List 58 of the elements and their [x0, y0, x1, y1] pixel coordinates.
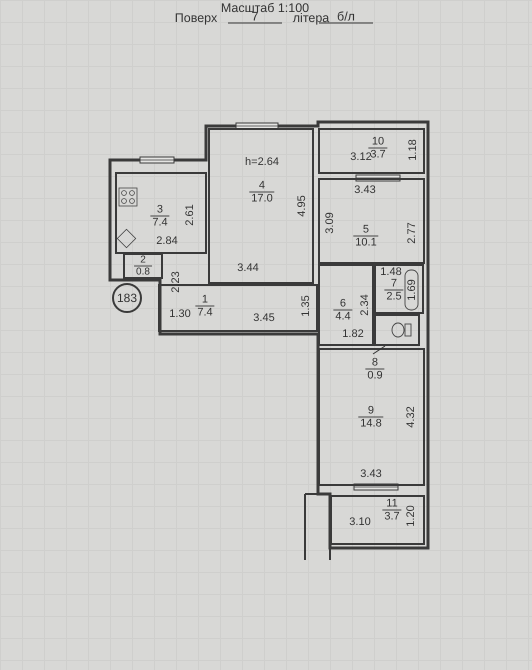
bathroom-outline: [374, 264, 424, 314]
room-number: 11: [386, 498, 398, 510]
room-number: 1: [202, 294, 208, 306]
dimension-label: 1.82: [342, 328, 364, 340]
room-number: 6: [340, 298, 346, 310]
room-area: 7.4: [195, 306, 215, 318]
room-number: 5: [362, 224, 370, 236]
leader-line: [372, 346, 386, 354]
ceiling-height: h=2.64: [245, 156, 279, 168]
dimension-label: 1.35: [300, 295, 312, 317]
dimension-label: 2.77: [406, 222, 418, 244]
room-number: 2: [140, 254, 146, 266]
field-label: літера: [292, 12, 330, 24]
dimension-label: 4.95: [296, 195, 308, 217]
dimension-label: 3.45: [253, 312, 275, 324]
room-area: 7.4: [150, 216, 170, 228]
room-area: 17.0: [249, 192, 275, 204]
room-number: 7: [390, 278, 398, 290]
room-outline: [318, 178, 425, 264]
dimension-label: 1.20: [405, 505, 417, 527]
dimension-label: 2.61: [184, 204, 196, 226]
room-outline: [318, 264, 374, 346]
room-outline: [115, 172, 207, 254]
room-area: 2.5: [384, 290, 404, 302]
balcony-room: [318, 128, 425, 174]
dimension-label: 3.09: [324, 212, 336, 234]
field-label: Поверх: [174, 12, 218, 24]
dimension-label: 1.48: [380, 266, 402, 278]
dimension-label: 3.10: [349, 516, 371, 528]
callout-circle: [112, 283, 142, 313]
room-area: 0.8: [134, 266, 152, 278]
dimension-label: 3.12: [350, 151, 372, 163]
room-number: 9: [368, 404, 374, 416]
room-area: 4.4: [333, 310, 353, 322]
room-number: 4: [258, 180, 266, 192]
field-value: 7: [228, 10, 282, 24]
dimension-label: 3.43: [360, 468, 382, 480]
dimension-label: 1.30: [169, 308, 191, 320]
room-number: 8: [372, 356, 378, 368]
room-area: 14.8: [358, 416, 384, 430]
dimension-label: 1.69: [406, 279, 418, 301]
callout-number: 183: [116, 291, 138, 305]
room-area: 0.9: [365, 368, 385, 382]
room-outline: [123, 253, 163, 279]
room-outline: [208, 128, 314, 284]
room-number: 10: [372, 136, 384, 148]
room-area: 3.7: [382, 510, 402, 522]
dimension-label: 2.84: [156, 235, 178, 247]
room-outline: [318, 348, 425, 486]
room-number: 3: [156, 204, 164, 216]
dimension-label: 4.32: [405, 406, 417, 428]
dimension-label: 3.43: [354, 184, 376, 196]
dimension-label: 3.44: [237, 262, 259, 274]
room-area: 10.1: [353, 236, 379, 248]
dimension-label: 2.34: [359, 294, 371, 316]
balcony-room: [330, 495, 425, 545]
toilet-room-outline: [374, 314, 420, 346]
dimension-label: 1.18: [407, 139, 419, 161]
